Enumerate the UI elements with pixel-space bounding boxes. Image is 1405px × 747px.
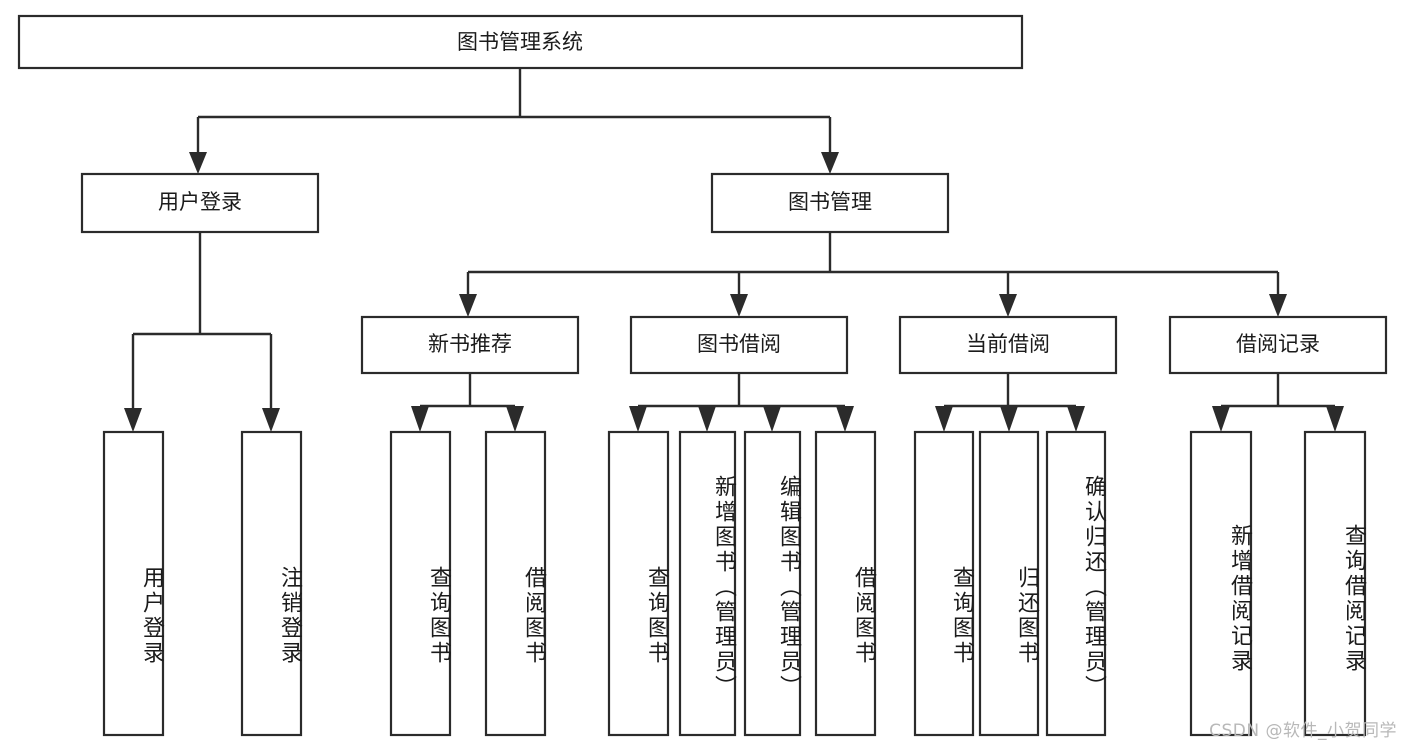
node-user-login[interactable]: 用户登录 — [80, 172, 320, 234]
leaf-box-add-record[interactable] — [1189, 430, 1253, 737]
leaf-box-query-book-1[interactable] — [389, 430, 452, 737]
node-current-borrow-label: 当前借阅 — [966, 332, 1050, 356]
leaf-box-return-book[interactable] — [978, 430, 1040, 737]
node-borrow-record-box[interactable] — [1168, 315, 1388, 375]
node-new-book-recommend-box[interactable] — [360, 315, 580, 375]
arrow-head-leaf-return-book — [1000, 406, 1018, 432]
leaf-boxes — [102, 430, 1367, 737]
connector-user-login-to-leaves — [124, 232, 280, 432]
node-new-book-recommend[interactable]: 新书推荐 — [360, 315, 580, 375]
arrow-head-leaf-user-login — [124, 408, 142, 432]
arrow-head-leaf-add-record — [1212, 406, 1230, 432]
connector-book-borrow-to-leaves — [629, 373, 854, 432]
arrow-head-book-manage — [821, 152, 839, 174]
node-borrow-record-label: 借阅记录 — [1236, 332, 1320, 356]
leaf-box-borrow-book-1[interactable] — [484, 430, 547, 737]
leaf-box-user-login[interactable] — [102, 430, 165, 737]
arrow-head-leaf-query-book-2 — [629, 406, 647, 432]
node-book-borrow-box[interactable] — [629, 315, 849, 375]
leaf-box-query-book-3[interactable] — [913, 430, 975, 737]
arrow-head-new-book — [459, 294, 477, 317]
connector-new-book-to-leaves — [411, 373, 524, 432]
connector-borrow-record-to-leaves — [1212, 373, 1344, 432]
node-root[interactable]: 图书管理系统 — [17, 14, 1024, 70]
leaf-box-confirm-return[interactable] — [1045, 430, 1107, 737]
arrow-head-leaf-logout — [262, 408, 280, 432]
node-book-manage-label: 图书管理 — [788, 190, 872, 214]
arrow-head-current-borrow — [999, 294, 1017, 317]
arrow-head-book-borrow — [730, 294, 748, 317]
csdn-watermark: CSDN @软件_小贺同学 — [1209, 721, 1397, 741]
node-user-login-box[interactable] — [80, 172, 320, 234]
connector-root-to-level2 — [189, 68, 839, 174]
arrow-head-leaf-query-book-3 — [935, 406, 953, 432]
node-book-borrow[interactable]: 图书借阅 — [629, 315, 849, 375]
arrow-head-borrow-record — [1269, 294, 1287, 317]
arrow-head-leaf-query-record — [1326, 406, 1344, 432]
connector-current-borrow-to-leaves — [935, 373, 1085, 432]
node-root-box[interactable] — [17, 14, 1024, 70]
arrow-head-user-login — [189, 152, 207, 174]
node-root-label: 图书管理系统 — [457, 30, 583, 54]
arrow-head-leaf-borrow-book-2 — [836, 406, 854, 432]
leaf-box-edit-book[interactable] — [743, 430, 802, 737]
leaf-box-query-record[interactable] — [1303, 430, 1367, 737]
node-borrow-record[interactable]: 借阅记录 — [1168, 315, 1388, 375]
node-current-borrow-box[interactable] — [898, 315, 1118, 375]
leaf-box-add-book[interactable] — [678, 430, 737, 737]
leaf-box-logout-login[interactable] — [240, 430, 303, 737]
leaf-box-query-book-2[interactable] — [607, 430, 670, 737]
arrow-head-leaf-edit-book — [763, 406, 781, 432]
arrow-head-leaf-add-book — [698, 406, 716, 432]
leaf-box-borrow-book-2[interactable] — [814, 430, 877, 737]
node-current-borrow[interactable]: 当前借阅 — [898, 315, 1118, 375]
connector-book-manage-to-level3 — [459, 232, 1287, 317]
node-user-login-label: 用户登录 — [158, 190, 242, 214]
arrow-head-leaf-borrow-book-1 — [506, 406, 524, 432]
arrow-head-leaf-query-book-1 — [411, 406, 429, 432]
node-book-manage[interactable]: 图书管理 — [710, 172, 950, 234]
node-book-borrow-label: 图书借阅 — [697, 332, 781, 356]
node-book-manage-box[interactable] — [710, 172, 950, 234]
node-new-book-recommend-label: 新书推荐 — [428, 332, 512, 356]
arrow-head-leaf-confirm-return — [1067, 406, 1085, 432]
